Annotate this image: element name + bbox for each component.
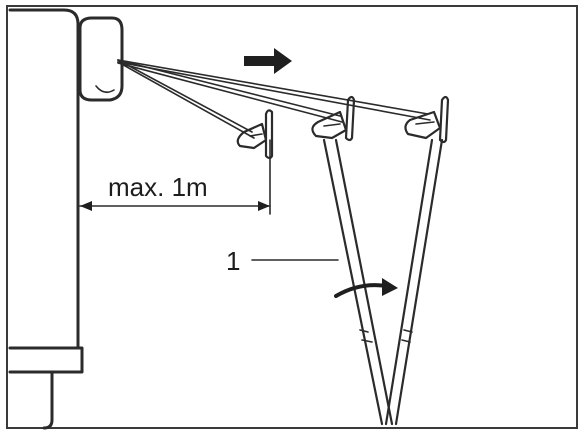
curved-arrow-right-icon <box>334 278 398 298</box>
indoor-unit <box>78 16 124 102</box>
sensor-middle <box>311 95 356 142</box>
distance-label: max. 1m <box>108 172 208 202</box>
callout-number: 1 <box>226 246 240 276</box>
mounting-pole <box>322 138 444 426</box>
sensor-near <box>236 109 274 160</box>
wall-panel <box>8 8 84 430</box>
figure-frame <box>6 5 578 429</box>
cable-lines <box>117 59 431 139</box>
arrow-right-icon <box>244 48 292 74</box>
distance-dimension <box>79 139 271 215</box>
